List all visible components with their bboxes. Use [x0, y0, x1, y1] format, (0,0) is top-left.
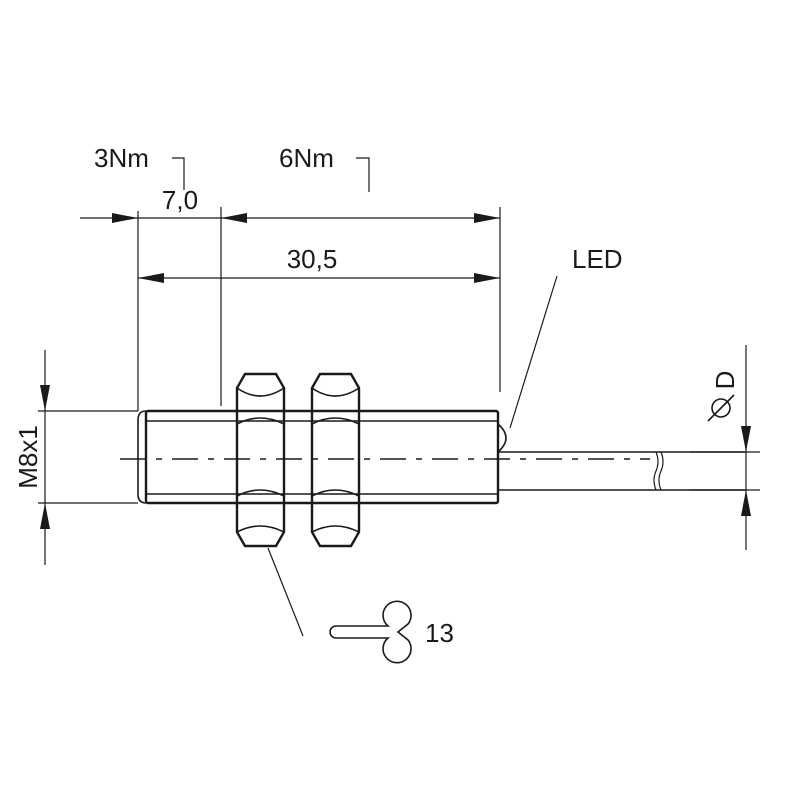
sensor-body — [137, 409, 500, 505]
led-window — [497, 423, 507, 453]
torque-rear-label: 6Nm — [279, 143, 334, 173]
cable — [498, 451, 745, 491]
wrench-size-label: 13 — [425, 618, 454, 648]
diameter-label: D — [710, 371, 740, 390]
dimension-7-0-label: 7,0 — [162, 185, 198, 215]
dimension-diameter — [741, 345, 751, 550]
torque-front-leader — [172, 157, 185, 190]
led-label: LED — [572, 244, 623, 274]
front-nut — [235, 372, 286, 548]
dimension-30-5-label: 30,5 — [287, 244, 338, 274]
dimension-m8x1 — [40, 350, 50, 565]
diameter-symbol-icon — [707, 394, 735, 422]
open-end-wrench-icon — [329, 600, 412, 664]
torque-rear-leader — [356, 157, 370, 192]
extension-lines — [38, 207, 760, 504]
thread-label: M8x1 — [13, 425, 43, 489]
rear-nut — [310, 372, 361, 548]
dimension-30-5 — [138, 273, 500, 283]
wrench-leader — [267, 547, 304, 637]
dimension-7-0 — [80, 213, 500, 223]
led-leader — [509, 275, 558, 429]
torque-front-label: 3Nm — [94, 143, 149, 173]
